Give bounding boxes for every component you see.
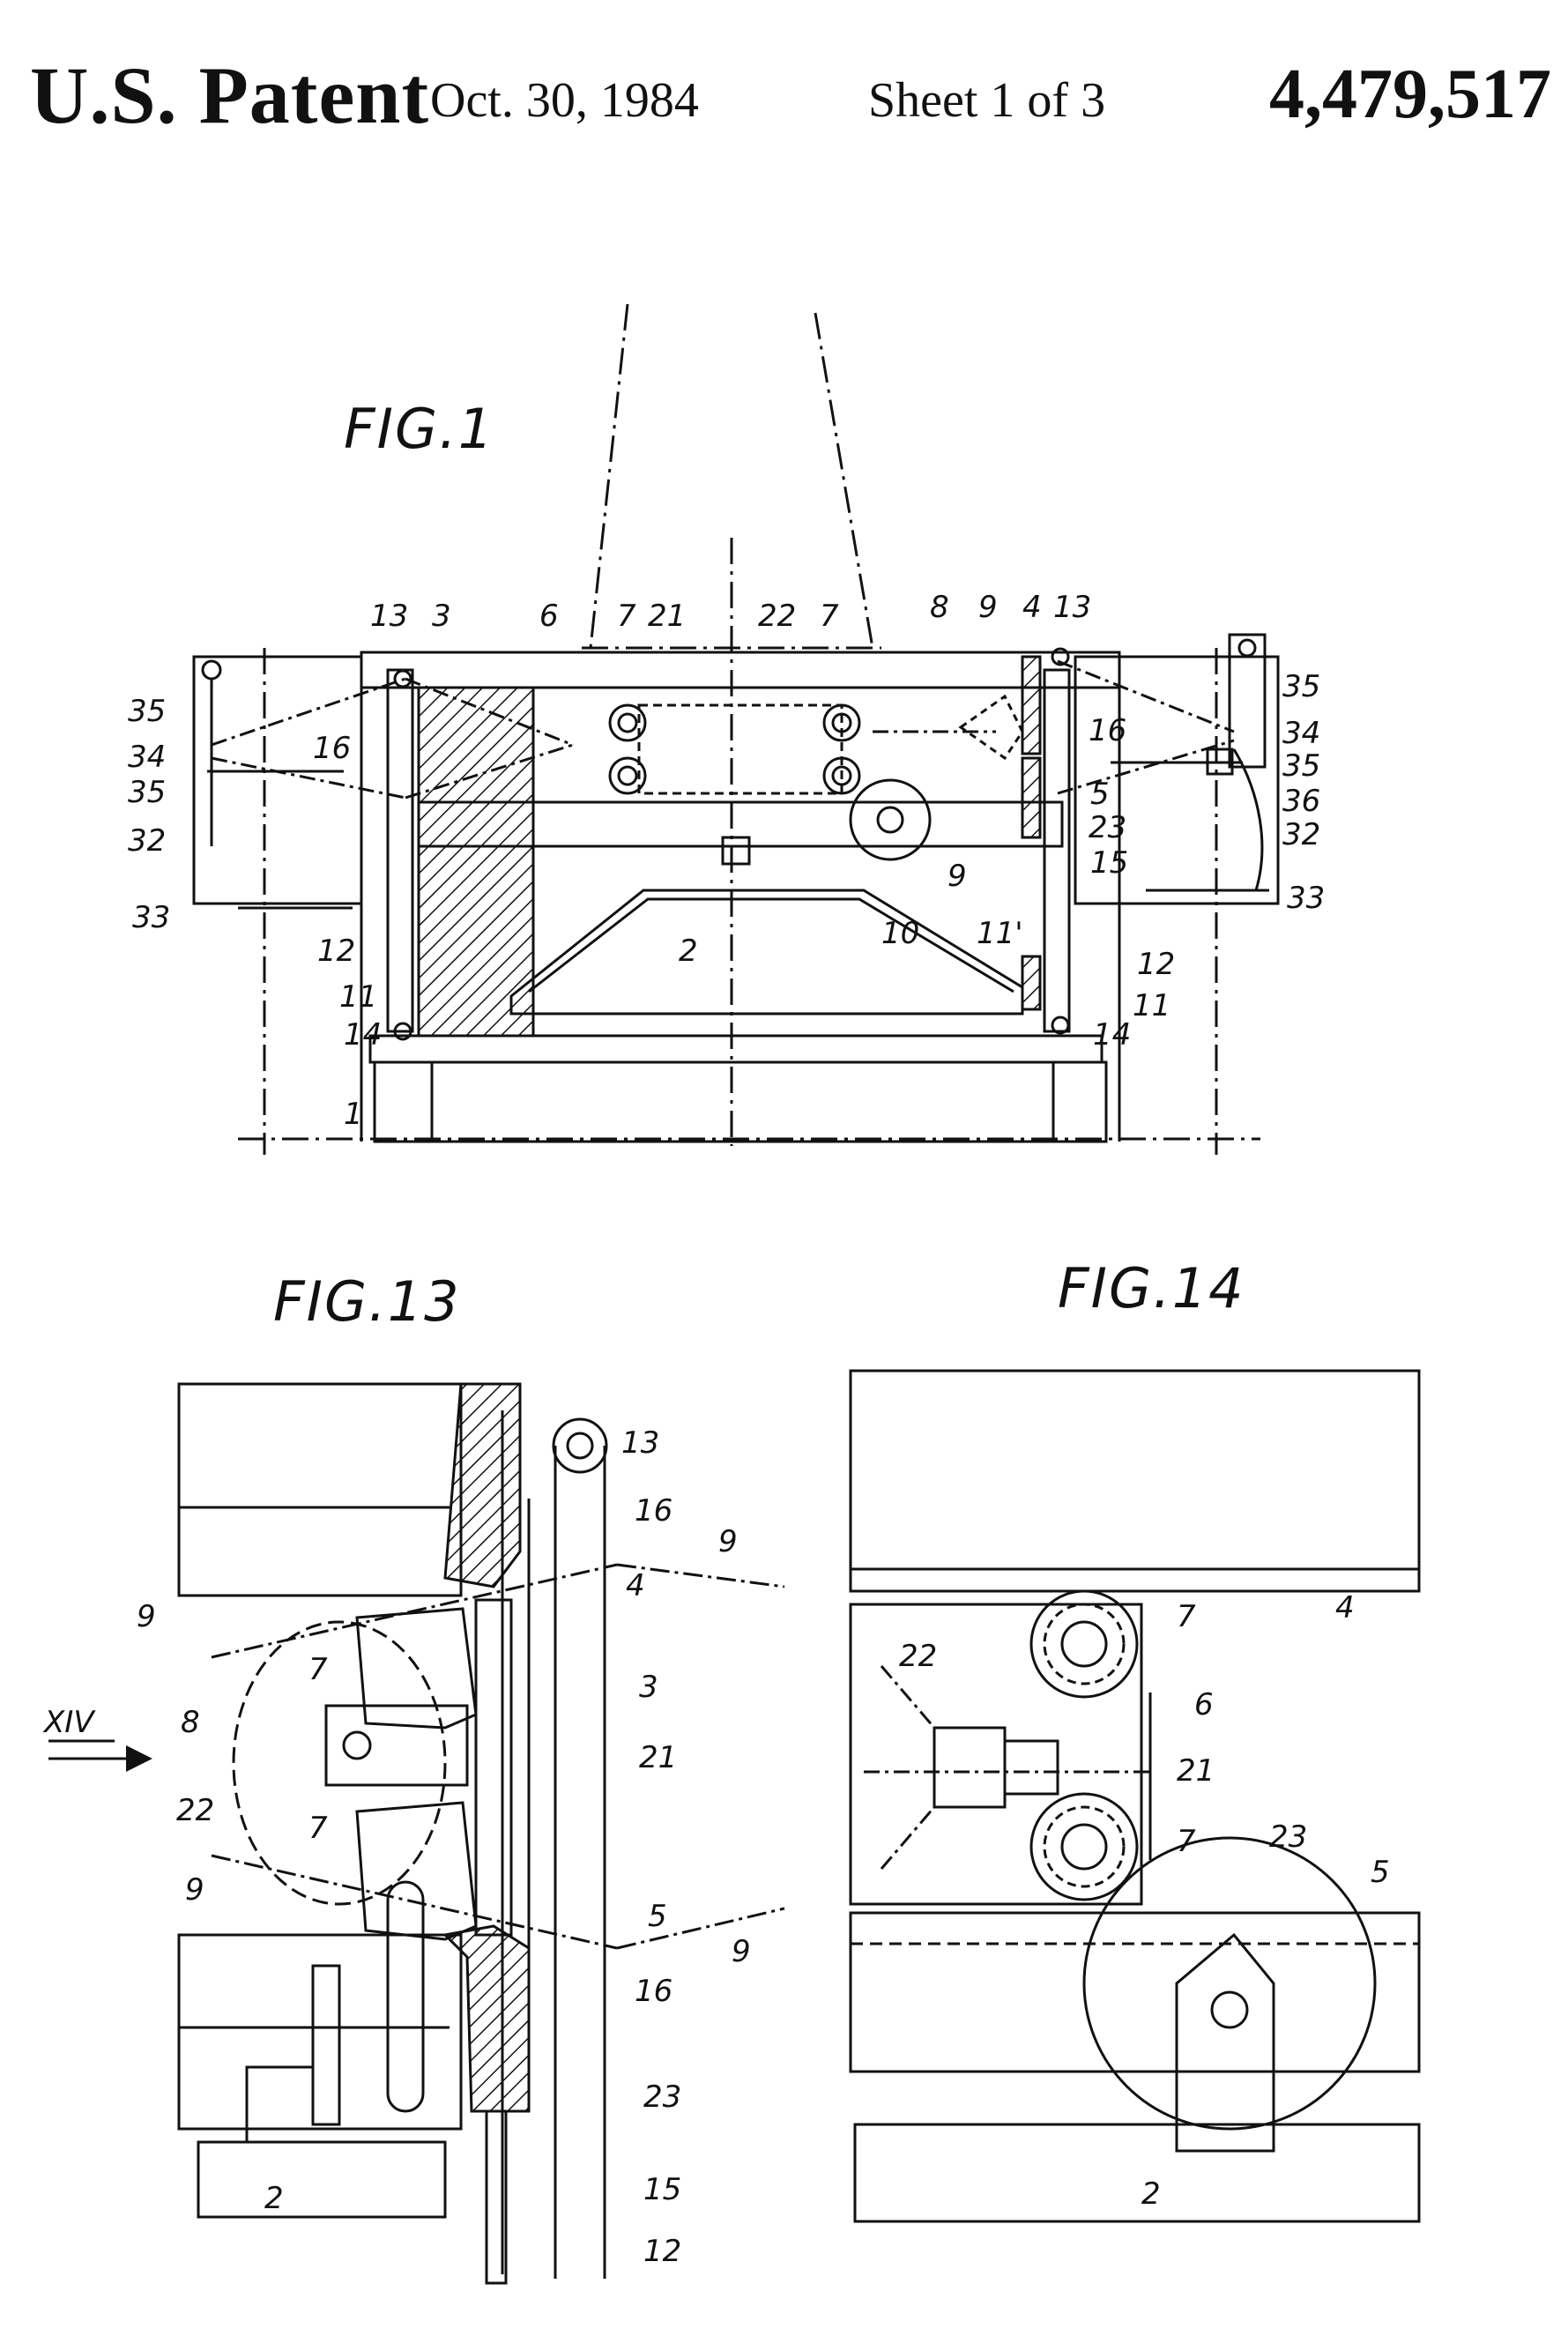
ref-13-fig13: 13	[621, 1425, 659, 1461]
ref-21-fig14: 21	[1177, 1753, 1215, 1789]
ref-9-top: 9	[978, 590, 998, 625]
ref-7-fig13-top: 7	[308, 1652, 328, 1687]
ref-11-prime: 11'	[977, 916, 1023, 951]
ref-13-right: 13	[1053, 590, 1091, 625]
ref-32-left: 32	[128, 823, 166, 859]
ref-35-left-top: 35	[128, 694, 166, 729]
ref-6: 6	[539, 599, 559, 634]
ref-7-fig13-bottom: 7	[308, 1811, 328, 1846]
ref-15-fig1: 15	[1090, 845, 1128, 881]
ref-7-fig14-top: 7	[1177, 1599, 1196, 1634]
ref-22-fig14: 22	[899, 1639, 937, 1674]
ref-16-right: 16	[1089, 713, 1126, 748]
ref-10: 10	[881, 916, 919, 951]
ref-6-fig14: 6	[1194, 1687, 1214, 1722]
ref-15-fig13: 15	[643, 2172, 681, 2207]
ref-8-fig13: 8	[181, 1705, 200, 1740]
ref-2-fig1: 2	[679, 934, 698, 969]
ref-9-bottom: 9	[947, 859, 967, 894]
ref-4-fig13: 4	[626, 1568, 645, 1603]
ref-16-fig13-bottom: 16	[635, 1974, 673, 2009]
ref-12-left: 12	[317, 934, 355, 969]
ref-21-fig13: 21	[639, 1740, 677, 1775]
ref-13-left: 13	[370, 599, 408, 634]
ref-9-fig13-bottom-right: 9	[732, 1934, 751, 1969]
ref-35-left: 35	[128, 775, 166, 810]
ref-7-left: 7	[617, 599, 636, 634]
ref-2-fig13: 2	[264, 2181, 284, 2216]
ref-3: 3	[432, 599, 451, 634]
ref-2-fig14: 2	[1141, 2176, 1161, 2212]
ref-23-fig1: 23	[1089, 810, 1126, 845]
ref-34-right: 34	[1282, 716, 1320, 751]
ref-16-left: 16	[313, 731, 351, 766]
ref-22-fig13: 22	[176, 1793, 214, 1828]
ref-21: 21	[648, 599, 686, 634]
ref-35-right-top: 35	[1282, 669, 1320, 704]
ref-5-fig1: 5	[1090, 777, 1110, 812]
ref-9-fig13-top-left: 9	[137, 1599, 156, 1634]
ref-xiv: XIV	[42, 1705, 96, 1740]
ref-1: 1	[344, 1097, 363, 1132]
ref-9-fig13-top-right: 9	[718, 1524, 738, 1559]
ref-22: 22	[758, 599, 796, 634]
ref-34-left: 34	[128, 740, 166, 775]
ref-4: 4	[1022, 590, 1042, 625]
fig13-drawing	[48, 1384, 784, 2283]
ref-33-left: 33	[132, 900, 170, 935]
ref-12-right: 12	[1137, 947, 1175, 982]
ref-14-left: 14	[344, 1017, 382, 1053]
ref-11-right: 11	[1133, 988, 1170, 1023]
ref-9-fig13-bottom-left: 9	[185, 1872, 204, 1908]
ref-36: 36	[1282, 784, 1320, 819]
ref-23-fig13: 23	[643, 2079, 681, 2115]
ref-3-fig13: 3	[639, 1670, 658, 1705]
ref-11-left: 11	[339, 979, 377, 1015]
ref-5-fig13: 5	[648, 1899, 667, 1934]
ref-16-fig13-top: 16	[635, 1493, 673, 1529]
ref-23-fig14: 23	[1269, 1819, 1307, 1855]
ref-12-fig13: 12	[643, 2234, 681, 2269]
ref-33-right: 33	[1287, 881, 1325, 916]
ref-35-right: 35	[1282, 748, 1320, 784]
fig14-drawing	[851, 1371, 1419, 2221]
ref-32-right: 32	[1282, 817, 1320, 852]
ref-4-fig14: 4	[1335, 1590, 1355, 1626]
ref-7-right: 7	[820, 599, 839, 634]
ref-14-right: 14	[1093, 1017, 1131, 1053]
ref-8: 8	[930, 590, 949, 625]
ref-5-fig14: 5	[1371, 1855, 1390, 1890]
ref-7-fig14-bottom: 7	[1177, 1824, 1196, 1859]
